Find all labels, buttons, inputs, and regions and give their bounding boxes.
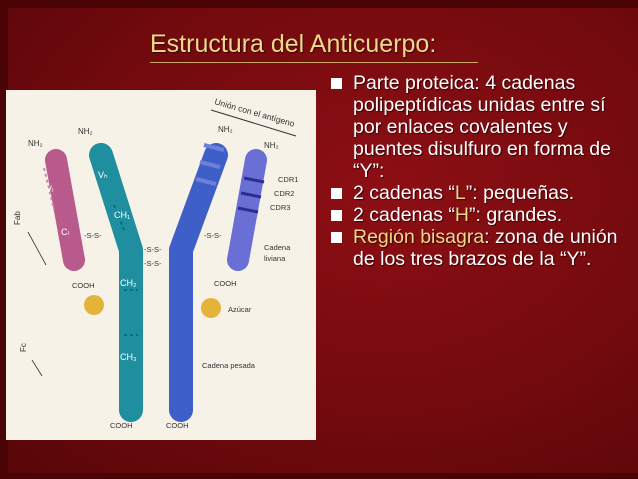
bullet-3-text-a: 2 cadenas “ — [353, 204, 455, 226]
bullet-3-text-b: ”: grandes. — [469, 204, 563, 226]
slide-frame-bottom — [0, 473, 638, 479]
slide-frame-left — [0, 0, 8, 479]
disulfide-label-3: -S-S- — [144, 259, 162, 268]
cl-label: Cₗ — [61, 227, 69, 237]
title-underline — [150, 62, 478, 63]
fab-label: Fab — [13, 211, 22, 225]
ch3-label: CH₃ — [120, 352, 137, 362]
disulfide-label-4: -S-S- — [204, 231, 222, 240]
bullet-marker-icon — [331, 232, 342, 243]
light-chain-label: Cadena — [264, 243, 291, 252]
bullet-marker-icon — [331, 78, 342, 89]
light-chain-right — [227, 149, 267, 271]
cooh-label-4: COOH — [166, 421, 189, 430]
antibody-diagram: Vₗ Cₗ Vₕ CH₁ CH₂ CH₃ — [6, 90, 316, 440]
bullet-marker-icon — [331, 188, 342, 199]
vh-label: Vₕ — [98, 170, 108, 180]
slide-title: Estructura del Anticuerpo: — [150, 30, 437, 58]
bullet-3-accent: H — [454, 204, 469, 226]
bullet-2-text-b: ”: pequeñas. — [465, 182, 575, 204]
bullet-list: Parte proteica: 4 cadenas polipeptídicas… — [328, 72, 628, 270]
sugar-right-icon — [201, 298, 221, 318]
bullet-item-4: Región bisagra: zona de unión de los tre… — [328, 226, 628, 270]
vl-label: Vₗ — [46, 184, 54, 194]
cooh-label-2: COOH — [214, 279, 237, 288]
sugar-label: Azúcar — [228, 305, 252, 314]
bullet-2-text-a: 2 cadenas “ — [353, 182, 455, 204]
nh2-label-4: NH₂ — [264, 141, 279, 150]
bullet-4-accent: Región bisagra — [353, 226, 485, 248]
bullet-item-2: 2 cadenas “L”: pequeñas. — [328, 182, 628, 204]
nh2-label-1: NH₂ — [28, 139, 43, 148]
ch1-label: CH₁ — [114, 210, 130, 220]
bullet-item-1: Parte proteica: 4 cadenas polipeptídicas… — [328, 72, 628, 182]
nh2-label-2: NH₂ — [78, 127, 93, 136]
slide-frame-top — [0, 0, 638, 8]
heavy-chain-right — [169, 143, 228, 422]
bullet-2-accent: L — [454, 182, 466, 204]
bullet-marker-icon — [331, 210, 342, 221]
disulfide-label-1: -S-S- — [84, 231, 102, 240]
fc-label: Fc — [19, 343, 28, 352]
heavy-chain-left: Vₕ CH₁ CH₂ CH₃ — [89, 143, 143, 422]
heavy-chain-label: Cadena pesada — [202, 361, 256, 370]
nh2-label-3: NH₂ — [218, 125, 233, 134]
antigen-union-text: Unión con el antígeno — [213, 96, 296, 128]
light-chain-left: Vₗ Cₗ — [43, 149, 85, 271]
bullet-1-text: Parte proteica: 4 cadenas polipeptídicas… — [353, 72, 611, 182]
cooh-label-1: COOH — [72, 281, 95, 290]
bullet-4-text: : zona de unión de los tres brazos de la… — [353, 226, 618, 270]
ch2-label: CH₂ — [120, 278, 137, 288]
bullet-item-3: 2 cadenas “H”: grandes. — [328, 204, 628, 226]
sugar-left-icon — [84, 295, 104, 315]
antibody-illustration: Vₗ Cₗ Vₕ CH₁ CH₂ CH₃ — [13, 96, 298, 430]
disulfide-label-2: -S-S- — [144, 245, 162, 254]
cdr2-label: CDR2 — [274, 189, 294, 198]
cdr3-label: CDR3 — [270, 203, 290, 212]
cdr1-label: CDR1 — [278, 175, 298, 184]
light-chain-label-2: liviana — [264, 254, 286, 263]
cooh-label-3: COOH — [110, 421, 133, 430]
